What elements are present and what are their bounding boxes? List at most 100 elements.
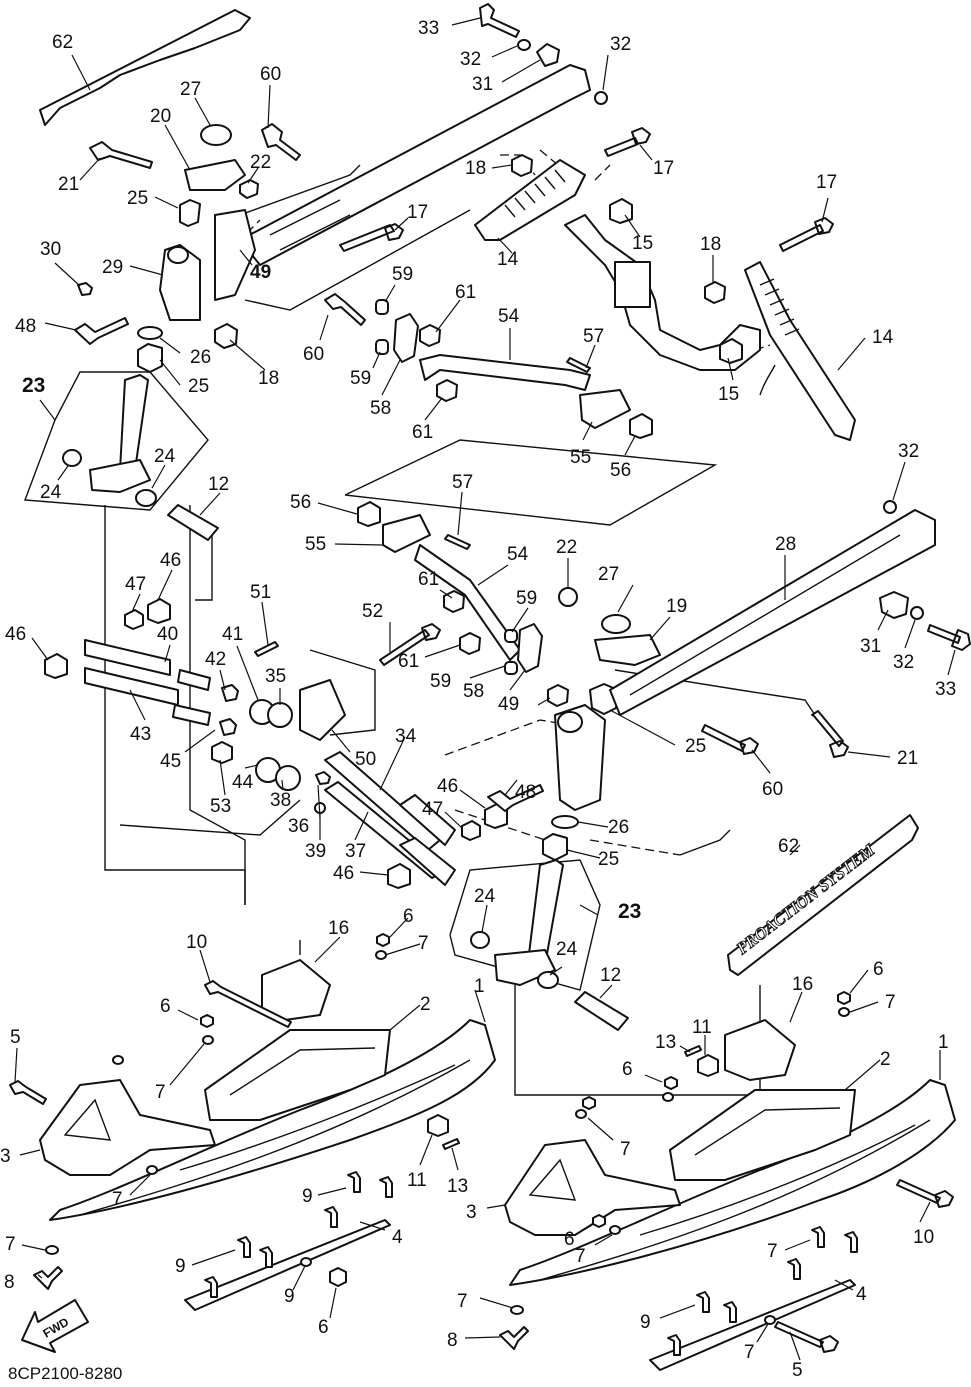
callout: 48	[515, 782, 536, 803]
callout: 60	[762, 779, 783, 800]
callout: 14	[497, 249, 519, 270]
callout: 59	[350, 368, 371, 389]
callout: 47	[422, 799, 443, 820]
callout: 17	[816, 172, 837, 193]
leader-lines	[14, 17, 956, 1361]
callout-numbers: 62 33 32 32 31 60 27 20 22 21 18 17 25 1…	[0, 18, 956, 1381]
callout: 15	[632, 233, 653, 254]
callout: 2	[880, 1049, 891, 1070]
upper-parts	[39, 3, 856, 441]
callout: 24	[40, 482, 62, 503]
callout: 7	[744, 1342, 755, 1363]
callout: 45	[160, 751, 181, 772]
callout: 33	[418, 18, 439, 39]
callout: 11	[407, 1170, 427, 1191]
callout: 57	[452, 472, 473, 493]
callout: 6	[564, 1229, 575, 1250]
callout: 52	[362, 601, 383, 622]
shock-absorber-upper	[474, 159, 586, 241]
callout: 6	[318, 1317, 329, 1338]
callout: 38	[270, 790, 291, 811]
callout: 13	[655, 1032, 676, 1053]
callout: 27	[180, 79, 201, 100]
callout: 9	[302, 1186, 313, 1207]
callout: 4	[856, 1284, 867, 1305]
callout: 6	[622, 1059, 633, 1080]
callout: 10	[913, 1227, 934, 1248]
callout: 56	[290, 492, 311, 513]
callout: 7	[885, 992, 896, 1013]
callout: 62	[778, 836, 799, 857]
callout: 57	[583, 326, 604, 347]
callout: 7	[767, 1241, 778, 1262]
ski-right	[499, 991, 956, 1371]
callout: 55	[305, 534, 326, 555]
callout: 7	[575, 1246, 586, 1267]
callout: 46	[437, 776, 458, 797]
callout: 4	[392, 1227, 403, 1248]
callout: 15	[718, 384, 739, 405]
callout: 16	[792, 974, 813, 995]
callout: 3	[0, 1146, 11, 1167]
callout: 16	[328, 918, 349, 939]
callout: 28	[775, 534, 796, 555]
callout: 60	[260, 64, 281, 85]
callout: 31	[860, 636, 881, 657]
ski-left	[9, 933, 496, 1311]
callout: 48	[15, 316, 36, 337]
callout: 22	[250, 152, 271, 173]
decal-62-lower: PROACTION SYSTEM	[727, 814, 919, 976]
callout: 26	[608, 817, 629, 838]
callout: 5	[792, 1360, 803, 1381]
callout: 47	[125, 574, 146, 595]
callout: 24	[474, 886, 496, 907]
callout: 32	[610, 34, 631, 55]
callout: 14	[872, 327, 894, 348]
callout: 46	[160, 550, 181, 571]
callout: 54	[498, 306, 520, 327]
callout: 18	[258, 368, 279, 389]
callout: 43	[130, 724, 151, 745]
callout: 18	[700, 234, 721, 255]
callout: 29	[102, 257, 123, 278]
callout: 19	[666, 596, 687, 617]
callout: 32	[460, 49, 481, 70]
spindle-23-lower	[449, 859, 629, 1031]
callout-bold: 49	[250, 262, 271, 283]
ski-saddle-left	[204, 1029, 391, 1121]
callout: 36	[288, 816, 309, 837]
shock-absorber-right	[744, 261, 856, 441]
callout: 46	[5, 624, 26, 645]
callout: 50	[355, 749, 376, 770]
callout: 44	[232, 772, 254, 793]
middle-parts	[44, 500, 971, 889]
callout: 10	[186, 932, 207, 953]
callout: 31	[472, 74, 493, 95]
callout: 7	[620, 1139, 631, 1160]
callout: 13	[447, 1176, 468, 1197]
callout: 51	[250, 582, 271, 603]
ski-1-left	[49, 1019, 496, 1221]
callout: 40	[157, 624, 178, 645]
callout: 7	[155, 1082, 166, 1103]
callout: 22	[556, 537, 577, 558]
callout: 25	[598, 849, 619, 870]
callout: 7	[112, 1189, 123, 1210]
callout: 24	[154, 446, 176, 467]
callout: 34	[395, 726, 417, 747]
callout: 12	[600, 965, 621, 986]
callout: 32	[898, 441, 919, 462]
callout: 7	[418, 933, 429, 954]
tie-rod-arm-upper	[239, 64, 591, 266]
callout: 21	[58, 174, 79, 195]
callout: 62	[52, 32, 73, 53]
callout: 46	[333, 863, 354, 884]
ski-handle-right	[504, 1139, 681, 1236]
callout: 59	[392, 264, 413, 285]
callout: 9	[640, 1312, 651, 1333]
callout: 20	[150, 106, 171, 127]
callout: 21	[897, 748, 918, 769]
brand-label: PROACTION SYSTEM	[732, 840, 879, 959]
callout: 18	[465, 158, 486, 179]
callout: 55	[570, 447, 591, 468]
